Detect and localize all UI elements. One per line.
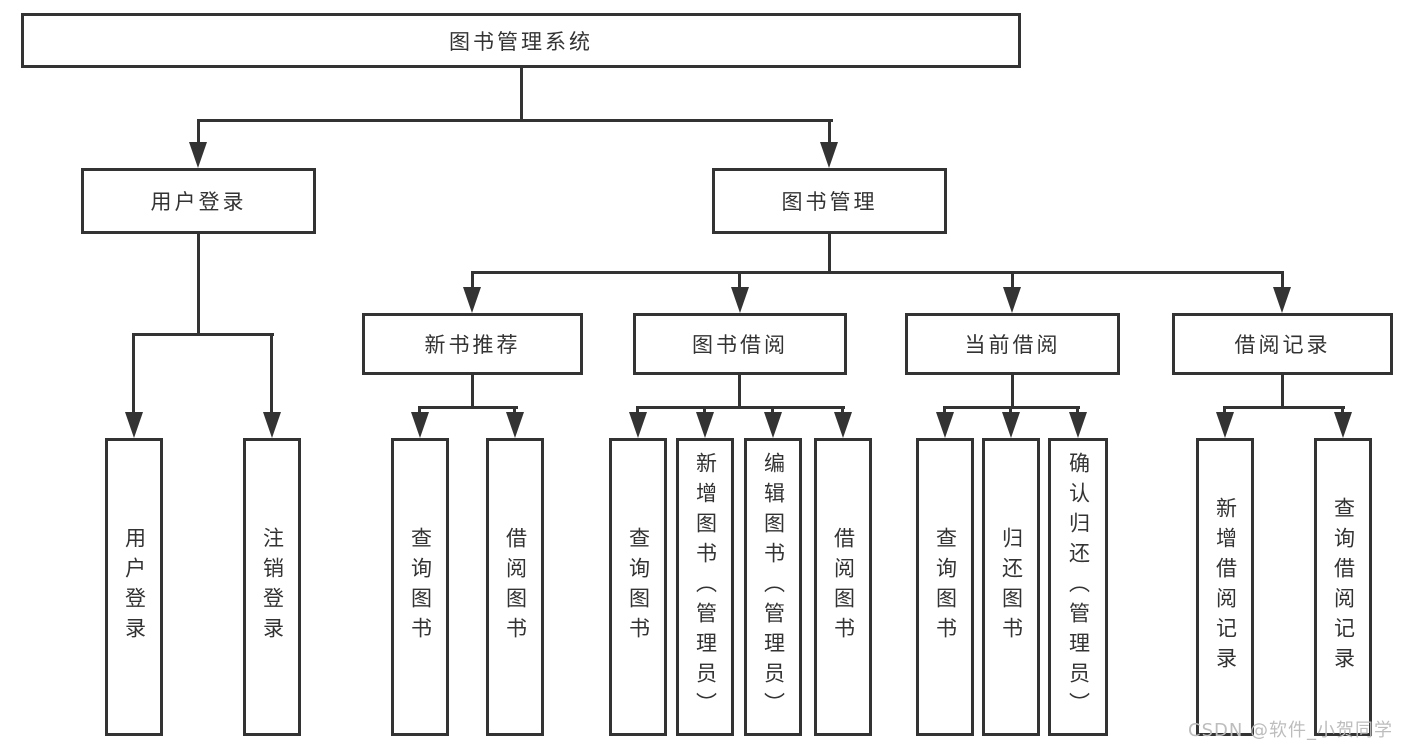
connector-drop-logout-leaf xyxy=(270,333,273,420)
node-book-borrow: 图书借阅 xyxy=(633,313,847,375)
connector-level3-bar xyxy=(471,271,1284,274)
node-user-login: 用户登录 xyxy=(81,168,316,234)
arrowhead-nb1 xyxy=(411,412,429,438)
connector-user-login-stem xyxy=(197,232,200,336)
connector-level1-bar xyxy=(197,119,833,122)
node-root: 图书管理系统 xyxy=(21,13,1021,68)
connector-book-mgmt-stem xyxy=(828,232,831,274)
leaf-br-add-record: 新增借阅记录 xyxy=(1196,438,1254,736)
node-new-books: 新书推荐 xyxy=(362,313,583,375)
arrowhead-cb2 xyxy=(1002,412,1020,438)
node-book-mgmt-label: 图书管理 xyxy=(781,190,878,214)
leaf-nb-query-books: 查询图书 xyxy=(391,438,449,736)
leaf-cb-query-books-label: 查询图书 xyxy=(933,527,958,647)
leaf-br-add-record-label: 新增借阅记录 xyxy=(1213,497,1238,677)
leaf-user-login: 用户登录 xyxy=(105,438,163,736)
arrowhead-current-borrow xyxy=(1003,287,1021,313)
leaf-user-login-label: 用户登录 xyxy=(122,527,147,647)
node-current-borrow-label: 当前借阅 xyxy=(964,333,1061,357)
leaf-nb-borrow-books-label: 借阅图书 xyxy=(503,527,528,647)
connector-current-borrow-stem xyxy=(1011,373,1014,409)
leaf-bb-query-books: 查询图书 xyxy=(609,438,667,736)
arrowhead-user-login xyxy=(189,142,207,168)
connector-root-stem xyxy=(520,66,523,122)
arrowhead-br1 xyxy=(1216,412,1234,438)
leaf-bb-add-books-admin: 新增图书（管理员） xyxy=(676,438,734,736)
arrowhead-new-books xyxy=(463,287,481,313)
connector-new-books-bar xyxy=(418,406,518,409)
arrowhead-br2 xyxy=(1334,412,1352,438)
leaf-bb-edit-books-admin: 编辑图书（管理员） xyxy=(744,438,802,736)
leaf-bb-borrow-books: 借阅图书 xyxy=(814,438,872,736)
node-current-borrow: 当前借阅 xyxy=(905,313,1120,375)
leaf-logout: 注销登录 xyxy=(243,438,301,736)
leaf-bb-add-books-admin-label: 新增图书（管理员） xyxy=(693,452,718,722)
leaf-cb-confirm-return-admin: 确认归还（管理员） xyxy=(1048,438,1108,736)
connector-drop-borrow-records xyxy=(1281,271,1284,295)
node-book-borrow-label: 图书借阅 xyxy=(692,333,788,357)
leaf-bb-edit-books-admin-label: 编辑图书（管理员） xyxy=(761,452,786,722)
leaf-br-query-record-label: 查询借阅记录 xyxy=(1331,497,1356,677)
arrowhead-logout-leaf xyxy=(263,412,281,438)
connector-drop-book-borrow xyxy=(738,271,741,295)
node-book-mgmt: 图书管理 xyxy=(712,168,947,234)
node-user-login-label: 用户登录 xyxy=(150,190,247,214)
node-borrow-records-label: 借阅记录 xyxy=(1234,333,1331,357)
leaf-nb-query-books-label: 查询图书 xyxy=(408,527,433,647)
connector-new-books-stem xyxy=(471,373,474,409)
arrowhead-book-mgmt xyxy=(820,142,838,168)
arrowhead-cb3 xyxy=(1069,412,1087,438)
arrowhead-bb2 xyxy=(696,412,714,438)
connector-drop-book-mgmt xyxy=(828,119,831,150)
connector-drop-user-login xyxy=(197,119,200,150)
connector-borrow-records-bar xyxy=(1223,406,1345,409)
connector-drop-current-borrow xyxy=(1011,271,1014,295)
leaf-nb-borrow-books: 借阅图书 xyxy=(486,438,544,736)
leaf-cb-confirm-return-admin-label: 确认归还（管理员） xyxy=(1066,452,1091,722)
leaf-cb-query-books: 查询图书 xyxy=(916,438,974,736)
connector-book-borrow-bar xyxy=(636,406,845,409)
connector-drop-new-books xyxy=(471,271,474,295)
arrowhead-bb1 xyxy=(629,412,647,438)
arrowhead-bb3 xyxy=(764,412,782,438)
arrowhead-book-borrow xyxy=(731,287,749,313)
node-new-books-label: 新书推荐 xyxy=(424,333,521,357)
arrowhead-nb2 xyxy=(506,412,524,438)
connector-user-login-bar xyxy=(132,333,274,336)
arrowhead-borrow-records xyxy=(1273,287,1291,313)
arrowhead-cb1 xyxy=(936,412,954,438)
leaf-logout-label: 注销登录 xyxy=(260,527,285,647)
leaf-cb-return-books: 归还图书 xyxy=(982,438,1040,736)
leaf-cb-return-books-label: 归还图书 xyxy=(999,527,1024,647)
connector-borrow-records-stem xyxy=(1281,373,1284,409)
connector-book-borrow-stem xyxy=(738,373,741,409)
arrowhead-bb4 xyxy=(834,412,852,438)
leaf-bb-query-books-label: 查询图书 xyxy=(626,527,651,647)
leaf-bb-borrow-books-label: 借阅图书 xyxy=(831,527,856,647)
node-borrow-records: 借阅记录 xyxy=(1172,313,1393,375)
connector-drop-login-leaf xyxy=(132,333,135,420)
arrowhead-login-leaf xyxy=(125,412,143,438)
csdn-watermark: CSDN @软件_小贺同学 xyxy=(1188,720,1394,741)
node-root-label: 图书管理系统 xyxy=(449,29,593,54)
leaf-br-query-record: 查询借阅记录 xyxy=(1314,438,1372,736)
